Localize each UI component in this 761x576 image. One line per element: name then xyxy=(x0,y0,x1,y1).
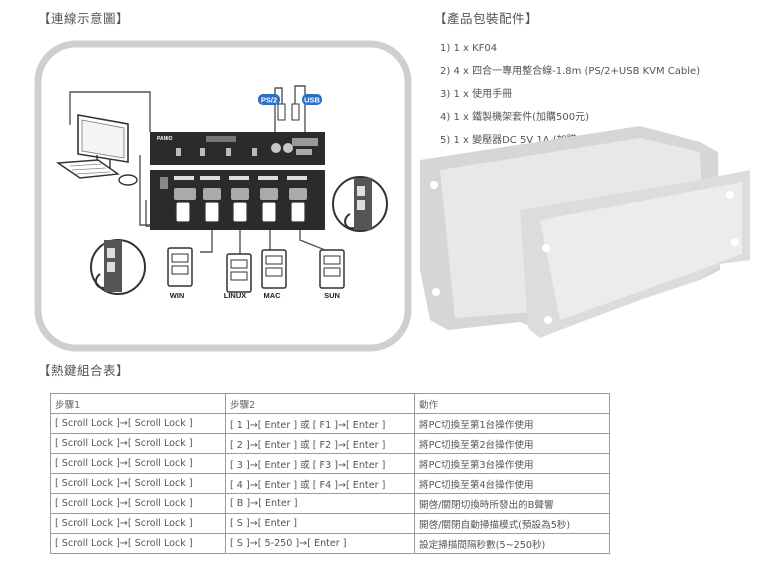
table-row: [ Scroll Lock ]→[ Scroll Lock ] [ 3 ]→[ … xyxy=(50,453,610,474)
table-row: [ Scroll Lock ]→[ Scroll Lock ] [ 1 ]→[ … xyxy=(50,413,610,434)
table-cell: [ 4 ]→[ Enter ] 或 [ F4 ]→[ Enter ] xyxy=(225,473,415,494)
column-header-step2: 步驟2 xyxy=(225,393,415,414)
connection-diagram-heading: 【連線示意圖】 xyxy=(38,11,130,26)
table-cell: 將PC切換至第3台操作使用 xyxy=(414,453,610,474)
os-label-sun: SUN xyxy=(324,291,340,300)
table-cell: [ Scroll Lock ]→[ Scroll Lock ] xyxy=(50,533,226,554)
table-row: [ Scroll Lock ]→[ Scroll Lock ] [ S ]→[ … xyxy=(50,533,610,554)
connection-diagram: PS/2 USB PANIO xyxy=(34,40,750,352)
table-cell: [ 3 ]→[ Enter ] 或 [ F3 ]→[ Enter ] xyxy=(225,453,415,474)
usb-badge-label: USB xyxy=(304,96,320,105)
package-item: 3) 1 x 使用手冊 xyxy=(440,89,513,100)
column-header-action: 動作 xyxy=(414,393,610,414)
table-cell: 將PC切換至第4台操作使用 xyxy=(414,473,610,494)
zoom-detail-left xyxy=(90,239,146,295)
hotkey-table-heading: 【熱鍵組合表】 xyxy=(38,363,130,378)
table-cell: [ Scroll Lock ]→[ Scroll Lock ] xyxy=(50,513,226,534)
os-label-win: WIN xyxy=(170,291,185,300)
table-header-row: 步驟1 步驟2 動作 xyxy=(50,393,610,414)
table-cell: [ B ]→[ Enter ] xyxy=(225,493,415,514)
os-label-mac: MAC xyxy=(263,291,281,300)
package-contents-heading: 【產品包裝配件】 xyxy=(434,11,539,26)
monitor-keyboard-mouse-icon xyxy=(55,114,138,186)
table-cell: 將PC切換至第1台操作使用 xyxy=(414,413,610,434)
table-cell: 設定掃描間隔秒數(5~250秒) xyxy=(414,533,610,554)
brand-label: PANIO xyxy=(157,136,173,142)
rack-bracket-image xyxy=(420,126,750,338)
table-row: [ Scroll Lock ]→[ Scroll Lock ] [ 2 ]→[ … xyxy=(50,433,610,454)
package-item: 5) 1 x 變壓器DC 5V 1A (加購350元) xyxy=(440,135,610,146)
table-cell: 將PC切換至第2台操作使用 xyxy=(414,433,610,454)
table-cell: [ Scroll Lock ]→[ Scroll Lock ] xyxy=(50,473,226,494)
table-cell: 開啓/關閉切換時所發出的B聲響 xyxy=(414,493,610,514)
package-item: 2) 4 x 四合一專用整合線-1.8m (PS/2+USB KVM Cable… xyxy=(440,66,701,77)
table-row: [ Scroll Lock ]→[ Scroll Lock ] [ B ]→[ … xyxy=(50,493,610,514)
table-cell: [ S ]→[ Enter ] xyxy=(225,513,415,534)
table-cell: [ Scroll Lock ]→[ Scroll Lock ] xyxy=(50,433,226,454)
column-header-step1: 步驟1 xyxy=(50,393,226,414)
zoom-detail-right xyxy=(332,176,388,232)
table-cell: [ S ]→[ 5-250 ]→[ Enter ] xyxy=(225,533,415,554)
table-cell: [ Scroll Lock ]→[ Scroll Lock ] xyxy=(50,413,226,434)
table-cell: [ 2 ]→[ Enter ] 或 [ F2 ]→[ Enter ] xyxy=(225,433,415,454)
package-item: 1) 1 x KF04 xyxy=(440,43,498,54)
package-item: 4) 1 x 鐵製機架套件(加購500元) xyxy=(440,112,589,123)
kvm-switch-front: PANIO xyxy=(150,132,325,165)
table-row: [ Scroll Lock ]→[ Scroll Lock ] [ 4 ]→[ … xyxy=(50,473,610,494)
table-cell: [ 1 ]→[ Enter ] 或 [ F1 ]→[ Enter ] xyxy=(225,413,415,434)
table-cell: [ Scroll Lock ]→[ Scroll Lock ] xyxy=(50,493,226,514)
os-label-linux: LINUX xyxy=(224,291,247,300)
package-contents-list: 1) 1 x KF04 2) 4 x 四合一專用整合線-1.8m (PS/2+U… xyxy=(440,42,700,157)
table-row: [ Scroll Lock ]→[ Scroll Lock ] [ S ]→[ … xyxy=(50,513,610,534)
ps2-badge-label: PS/2 xyxy=(261,96,277,105)
hotkey-table: 步驟1 步驟2 動作 [ Scroll Lock ]→[ Scroll Lock… xyxy=(50,393,610,554)
ps2-badge: PS/2 xyxy=(258,94,280,105)
table-cell: [ Scroll Lock ]→[ Scroll Lock ] xyxy=(50,453,226,474)
usb-badge: USB xyxy=(302,94,322,105)
table-cell: 開啓/關閉自動掃描模式(預設為5秒) xyxy=(414,513,610,534)
